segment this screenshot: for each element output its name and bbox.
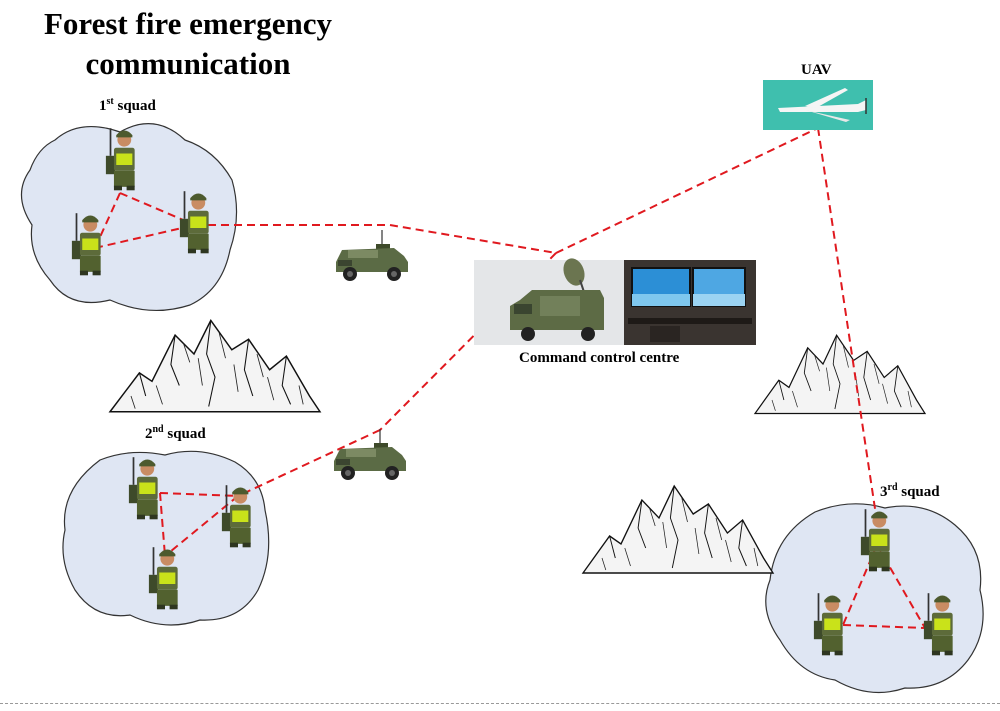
link-line xyxy=(389,224,557,254)
squad-3-suffix: rd xyxy=(887,482,898,493)
title-line-2: communication xyxy=(85,46,291,81)
squad-1-zone xyxy=(20,123,238,312)
link-line xyxy=(94,192,121,249)
link-line xyxy=(94,224,196,249)
squad-2-num: 2 xyxy=(145,426,153,442)
mountain-icon xyxy=(754,334,926,415)
command-centre-label: Command control centre xyxy=(519,350,680,366)
link-line xyxy=(842,624,926,629)
humvee-icon xyxy=(333,428,407,481)
diagram-title: Forest fire emergency communication xyxy=(18,4,358,84)
link-line xyxy=(817,127,878,523)
link-line xyxy=(237,429,381,497)
squad-3-zone xyxy=(765,503,984,694)
squad-2-word: squad xyxy=(167,426,206,442)
monitor-icon xyxy=(624,260,756,345)
mountain-icon xyxy=(582,485,774,574)
squad-3-label: 3rd squad xyxy=(880,482,940,501)
bottom-divider xyxy=(0,703,1000,704)
squad-2-label: 2nd squad xyxy=(145,424,206,443)
squad-1-word: squad xyxy=(117,98,156,114)
uav-icon xyxy=(763,80,873,130)
squad-3-word: squad xyxy=(901,484,940,500)
link-line xyxy=(159,492,239,497)
squad-3-num: 3 xyxy=(880,484,888,500)
title-line-1: Forest fire emergency xyxy=(43,6,333,41)
squad-2-suffix: nd xyxy=(152,424,164,435)
command-truck-icon xyxy=(474,258,624,345)
mountain-icon xyxy=(109,319,321,413)
squad-1-label: 1st squad xyxy=(99,96,156,115)
link-line xyxy=(555,127,819,254)
uav-label: UAV xyxy=(801,62,832,78)
link-line xyxy=(159,492,166,557)
squad-1-suffix: st xyxy=(106,96,114,107)
humvee-icon xyxy=(335,229,409,282)
squad-1-num: 1 xyxy=(99,98,107,114)
